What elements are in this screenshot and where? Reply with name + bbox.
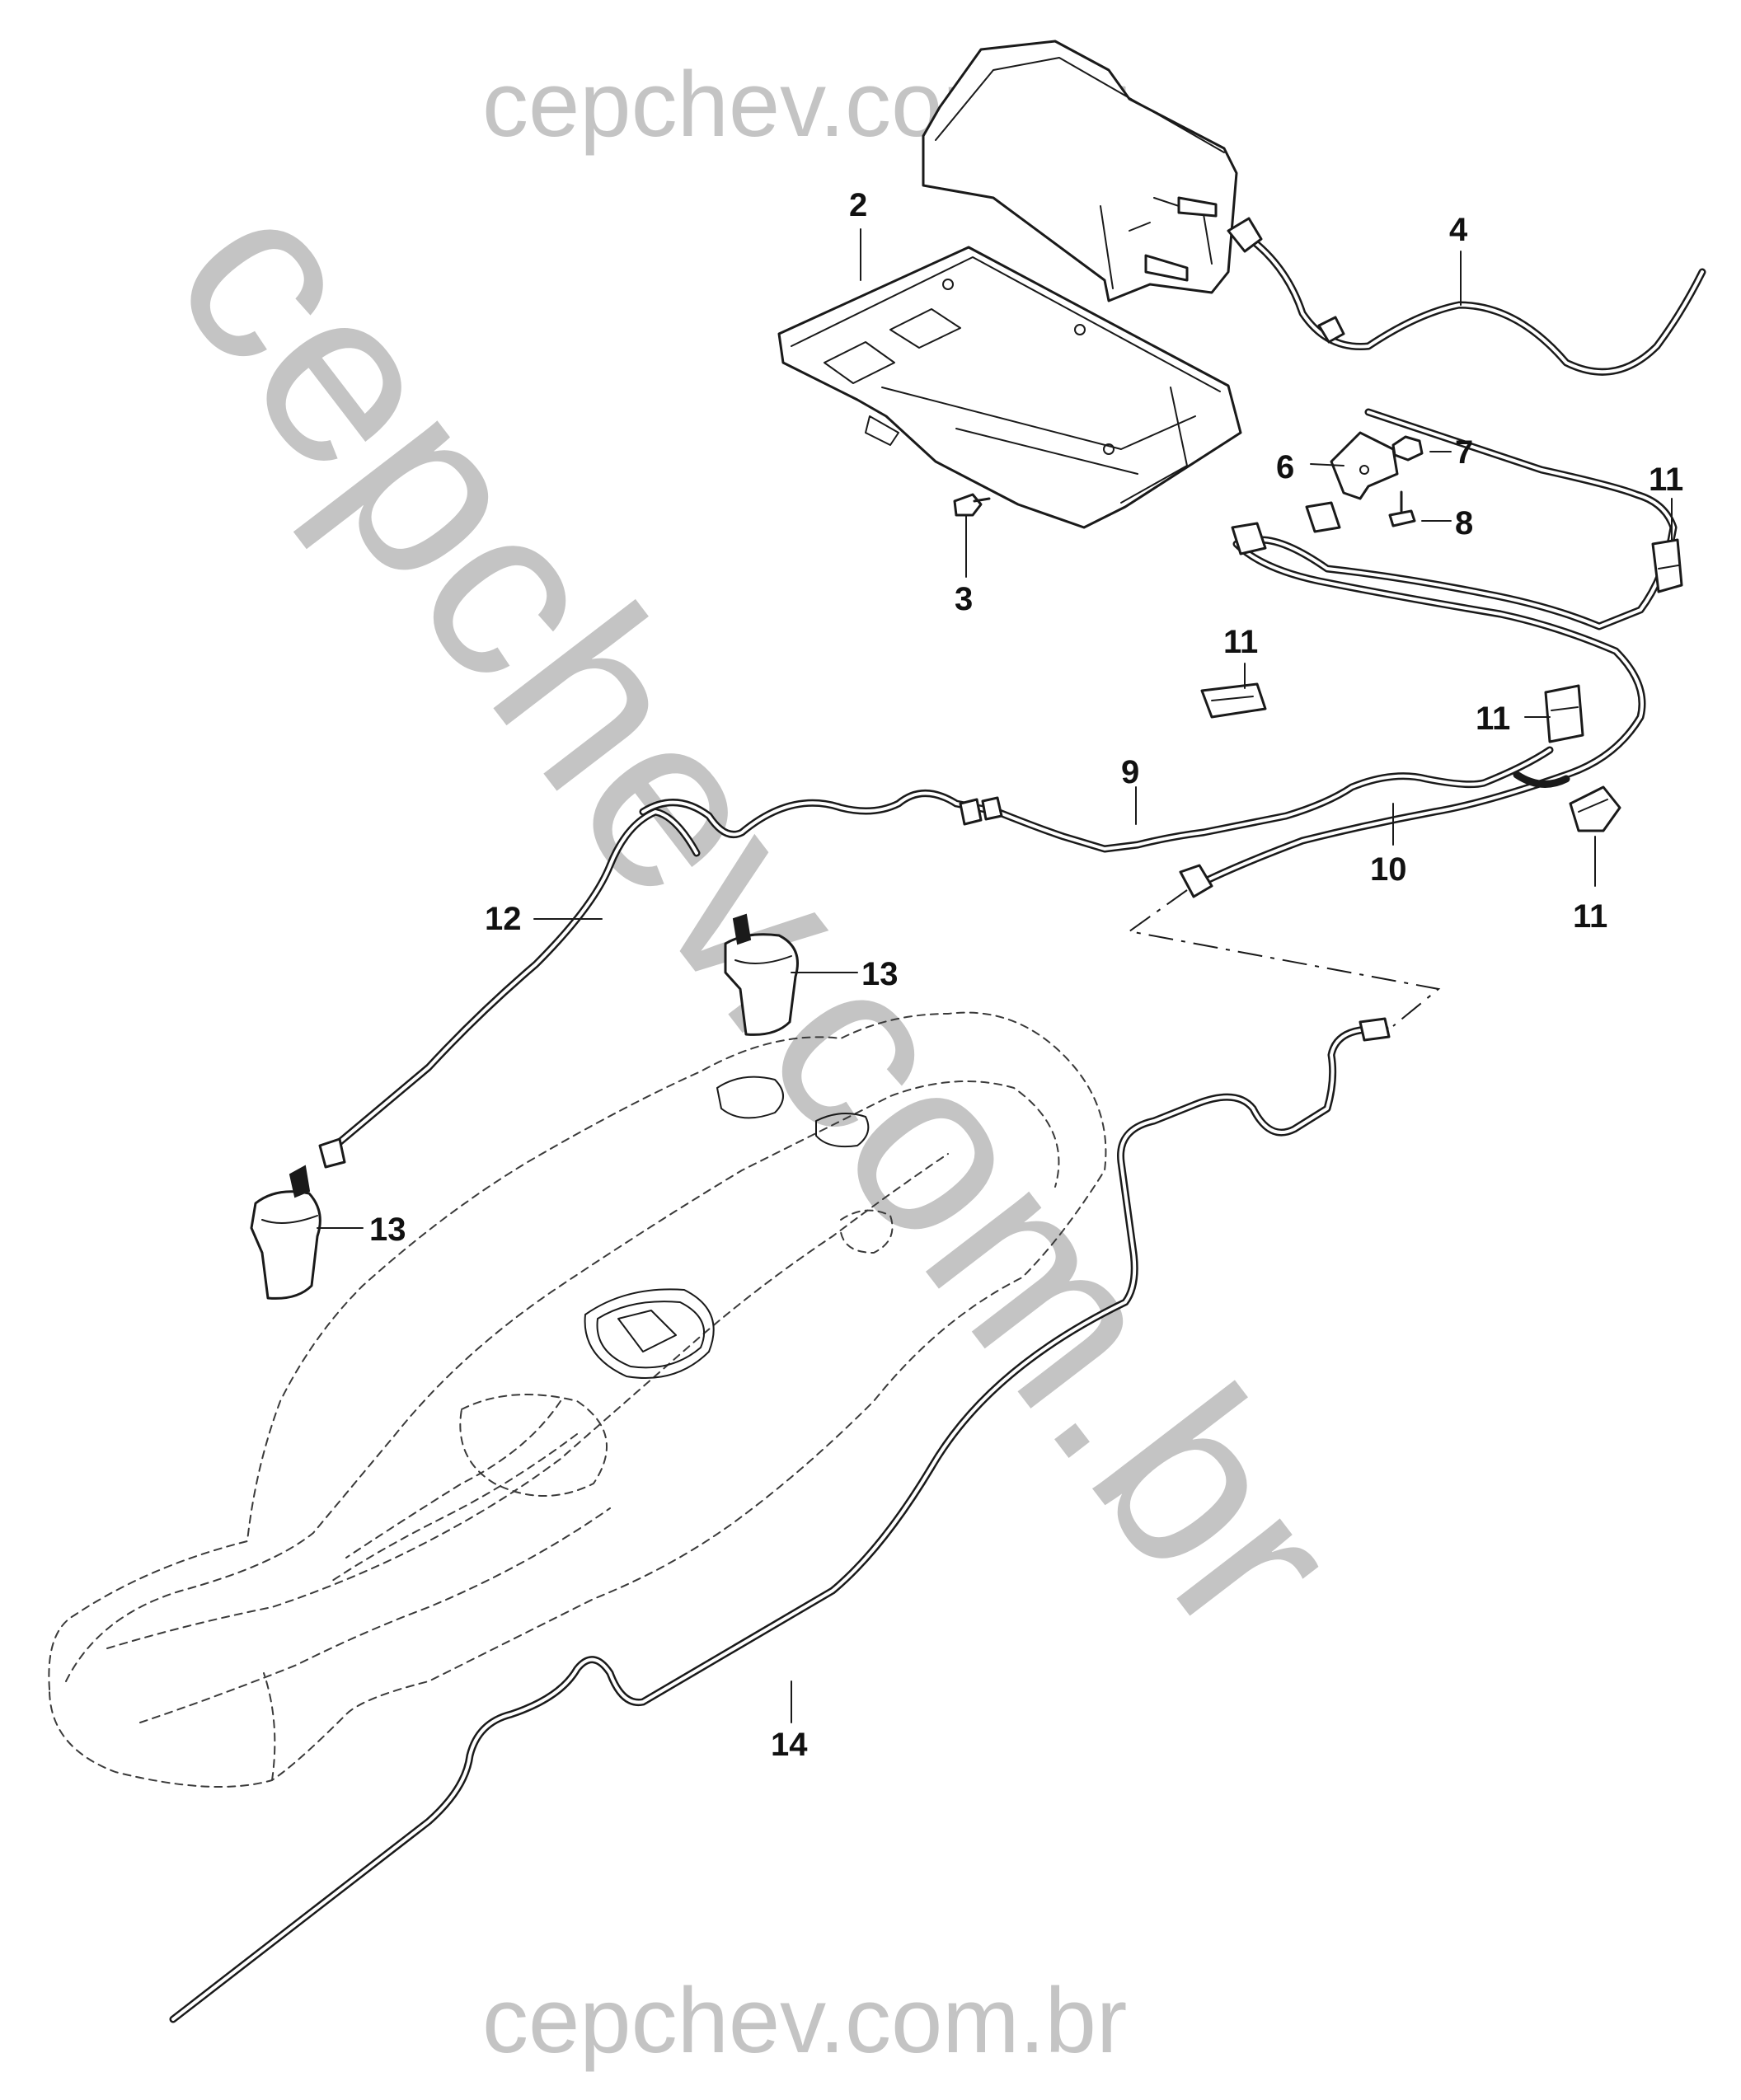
callout-13-b: 13 [369, 1212, 406, 1248]
fuel-line-part-12 [318, 808, 701, 1169]
clip-part-11-d [1569, 785, 1621, 832]
leader-lines [317, 228, 1673, 1723]
callout-9: 9 [1121, 754, 1139, 790]
callout-4: 4 [1449, 212, 1468, 248]
fuel-line-part-9 [639, 408, 1678, 853]
canister-bracket [777, 246, 1242, 529]
callout-3: 3 [955, 581, 973, 617]
callout-6: 6 [1276, 449, 1294, 485]
stud-part-8 [1388, 490, 1416, 527]
callout-2: 2 [849, 187, 867, 223]
callout-12: 12 [485, 901, 522, 937]
callout-10: 10 [1370, 851, 1407, 888]
bolt-part-3 [953, 493, 991, 517]
callout-11-c: 11 [1476, 701, 1510, 737]
callout-14: 14 [771, 1727, 808, 1763]
callout-11-b: 11 [1649, 462, 1683, 498]
fuel-line-part-14 [169, 1017, 1391, 2023]
clip-part-11-a [1200, 682, 1267, 719]
vent-hose-part-4 [1227, 217, 1706, 376]
callout-7: 7 [1455, 434, 1473, 471]
callout-8: 8 [1455, 505, 1473, 541]
watermark-bottom: cepchev.com.br [482, 1969, 1127, 2072]
clip-bracket-part-6 [1330, 431, 1399, 500]
clip-part-11-b [1651, 538, 1683, 593]
evap-canister [922, 40, 1238, 302]
fuel-filter-part-13-b [250, 1165, 321, 1300]
callout-11-a: 11 [1223, 624, 1258, 660]
fuel-line-part-10 [1179, 501, 1646, 898]
clip-part-11-c [1544, 684, 1584, 743]
fuel-filter-part-13-a [724, 913, 799, 1036]
callout-11-d: 11 [1573, 898, 1607, 935]
callout-13-a: 13 [861, 956, 899, 992]
fuel-tank [48, 1011, 1107, 1788]
connection-reference-line [1127, 889, 1441, 1027]
nut-part-7 [1391, 435, 1424, 462]
